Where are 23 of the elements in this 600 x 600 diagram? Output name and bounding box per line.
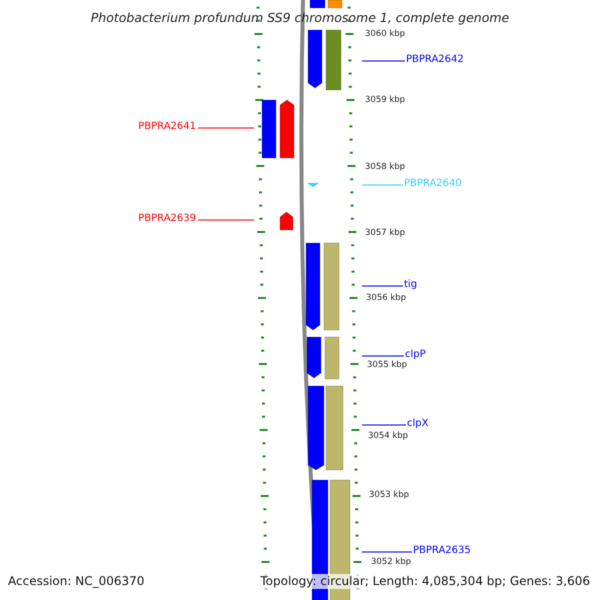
scale-label: 3054 kbp xyxy=(368,430,408,442)
scale-label: 3056 kbp xyxy=(366,292,406,304)
gene-label: PBPRA2641 xyxy=(138,120,196,133)
gene-label: PBPRA2639 xyxy=(138,212,196,225)
scale-label: 3060 kbp xyxy=(365,28,406,40)
scale-label: 3057 kbp xyxy=(365,227,406,239)
leader-line xyxy=(362,60,406,62)
gene-label: clpP xyxy=(405,348,426,361)
scale-label: 3055 kbp xyxy=(367,360,408,371)
gene-label: clpX xyxy=(407,417,428,430)
scale-label: 3052 kbp xyxy=(371,556,412,568)
leader-line xyxy=(362,184,404,186)
footer-note: Topology: circular; Length: 4,085,304 bp; Genes: 3,606 xyxy=(260,574,590,589)
scale-label: 3058 kbp xyxy=(365,161,406,173)
gene-label: PBPRA2642 xyxy=(406,53,464,66)
leader-line xyxy=(362,424,406,426)
scale-label: 3059 kbp xyxy=(365,94,406,106)
gene-label: PBPRA2640 xyxy=(404,177,462,190)
gene-label: tig xyxy=(404,278,418,291)
footer-note: Accession: NC_006370 xyxy=(8,574,144,589)
chart-title: Photobacterium profundum SS9 chromosome 1, complete genome xyxy=(90,10,510,25)
scale-label: 3053 kbp xyxy=(369,489,410,501)
gene-label: PBPRA2635 xyxy=(413,544,471,557)
